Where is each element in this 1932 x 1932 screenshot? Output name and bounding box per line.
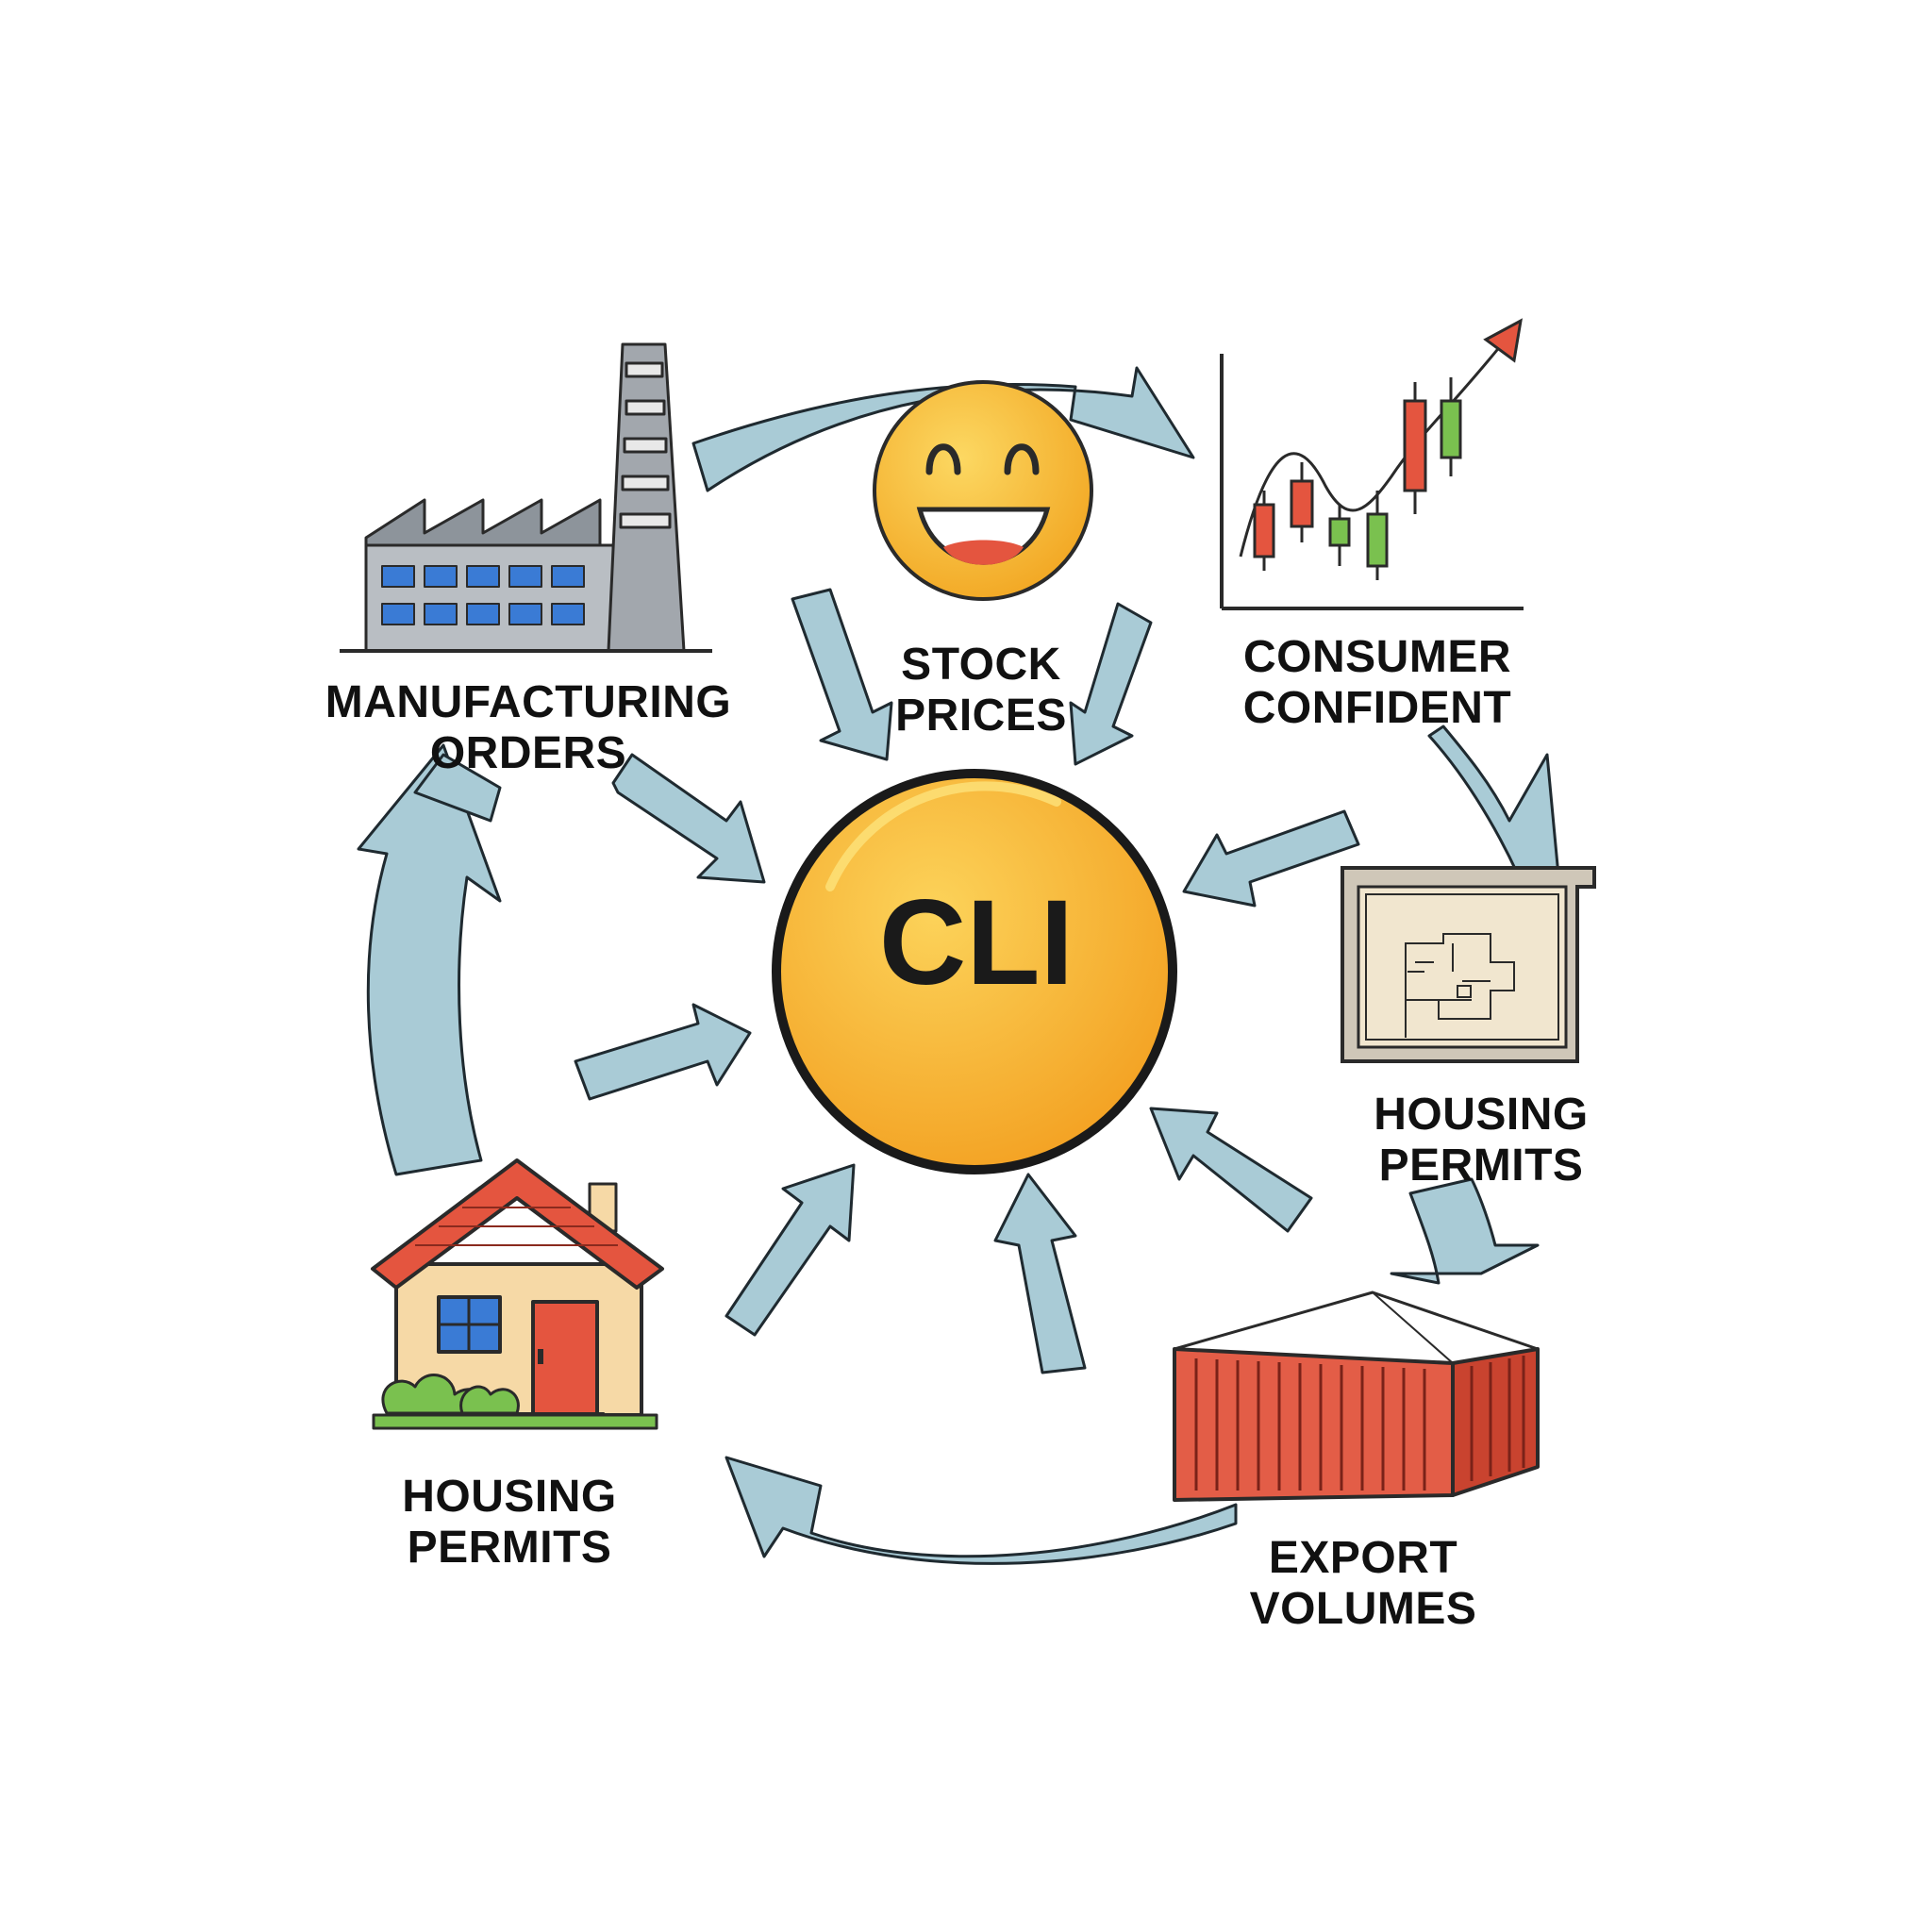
- cycle-arrow-right-lower: [1390, 1177, 1540, 1285]
- inward-arrow-housing-right: [1149, 1107, 1313, 1233]
- label-stock-prices: STOCK PRICES: [895, 640, 1067, 741]
- shipping-container-icon: [1173, 1291, 1540, 1502]
- cli-label: CLI: [878, 875, 1074, 1010]
- inward-arrow-stock-left: [791, 588, 893, 761]
- label-consumer-confident: CONSUMER CONFIDENT: [1242, 632, 1512, 733]
- inward-arrow-consumer: [1182, 809, 1360, 908]
- label-housing-permits-left: HOUSING PERMITS: [402, 1472, 617, 1573]
- cycle-arrow-left-tip: [413, 753, 502, 823]
- candlestick-chart-icon: [1220, 318, 1524, 610]
- inward-arrow-stock-right: [1069, 602, 1153, 766]
- floor-plan-icon: [1341, 866, 1596, 1063]
- label-manufacturing-orders: MANUFACTURING ORDERS: [325, 677, 732, 778]
- inward-arrow-housing-left: [724, 1163, 856, 1337]
- cli-node: [772, 769, 1177, 1174]
- inward-arrow-export: [993, 1173, 1087, 1374]
- factory-icon: [340, 342, 712, 653]
- inward-arrow-left-middle: [574, 1003, 752, 1101]
- cycle-arrow-bottom: [724, 1456, 1238, 1565]
- cycle-arrow-left: [357, 743, 502, 1176]
- label-housing-permits-right: HOUSING PERMITS: [1374, 1090, 1589, 1191]
- house-icon: [371, 1158, 664, 1430]
- label-export-volumes: EXPORT VOLUMES: [1249, 1533, 1477, 1634]
- smiley-face-icon: [873, 380, 1093, 601]
- inward-arrow-manufacturing: [611, 753, 766, 884]
